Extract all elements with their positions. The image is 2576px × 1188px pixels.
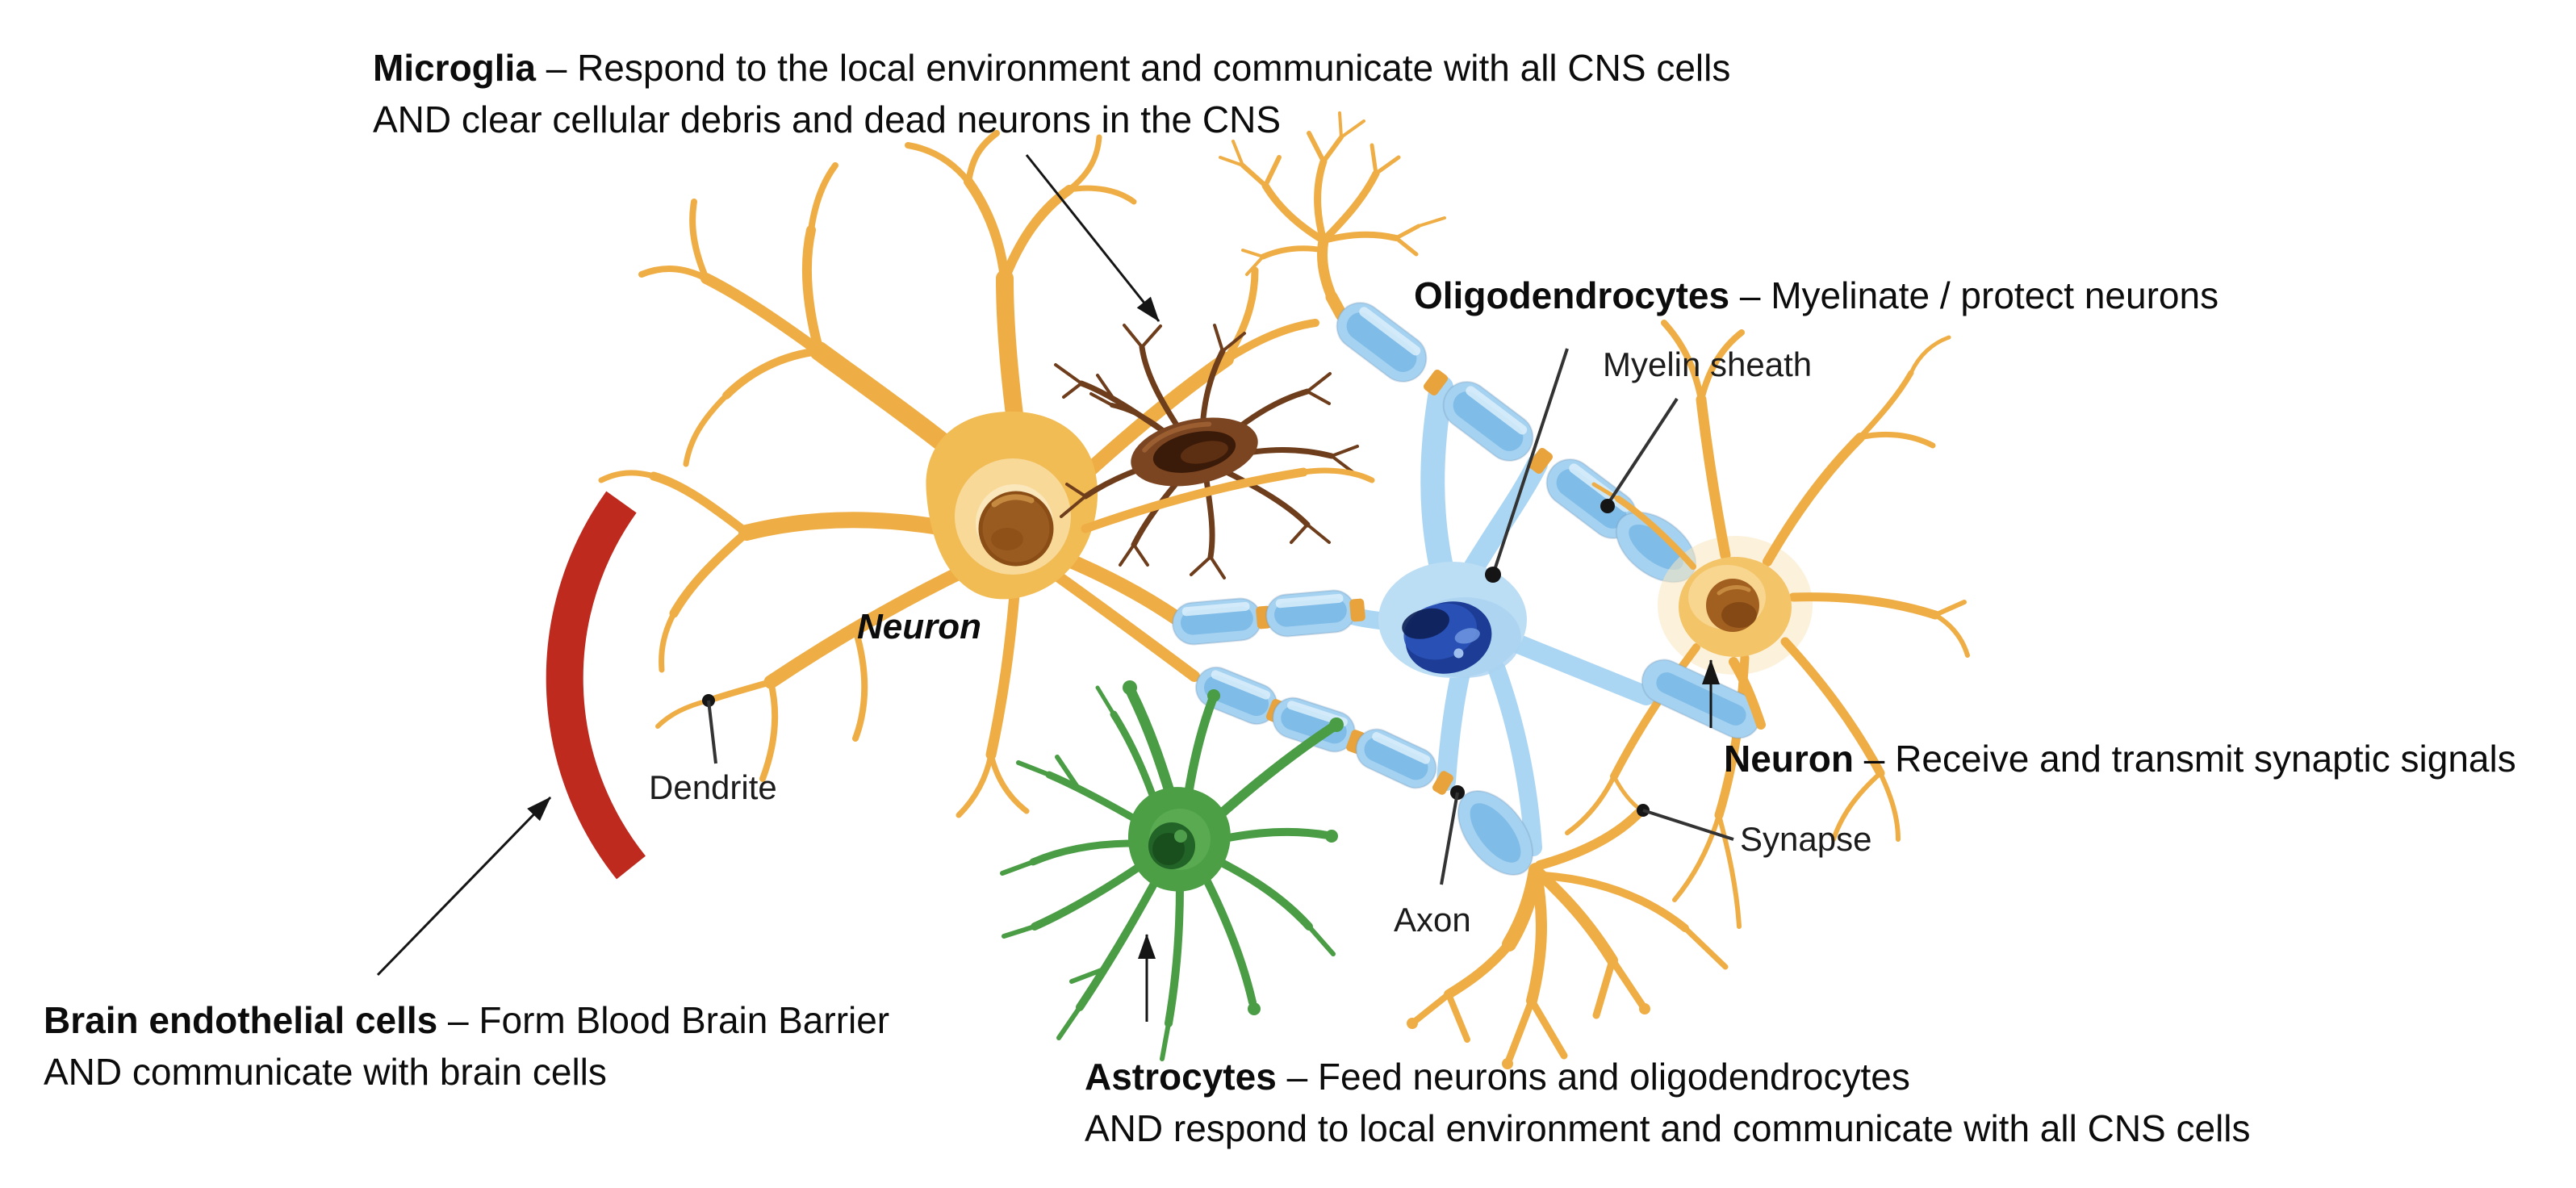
endothelial-caption-line1: Brain endothelial cells – Form Blood Bra… [44,994,889,1046]
synapse-pointer-line [1642,809,1734,841]
myelin-chain-lower [1194,666,1534,876]
microglia-caption-name: Microglia [373,47,536,89]
microglia-body [1131,417,1258,487]
axon-pointer-line [1440,792,1459,885]
astrocyte-cell [1000,680,1344,1061]
axon-to-chain-b [1054,550,1184,625]
endothelial-caption-desc: – Form Blood Brain Barrier [448,999,890,1041]
oligodendrocytes-caption-name: Oligodendrocytes [1414,274,1730,316]
myelin-sheath-label: Myelin sheath [1603,345,1813,383]
neuron-top-cell [1219,111,1446,321]
astrocytes-caption-line1: Astrocytes – Feed neurons and oligodendr… [1085,1051,2251,1102]
astrocytes-caption-desc: – Feed neurons and oligodendrocytes [1286,1056,1910,1098]
oligodendrocytes-caption: Oligodendrocytes – Myelinate / protect n… [1414,270,2218,321]
neuron-cell-label: Neuron [857,607,981,646]
endothelial-caption-line2: AND communicate with brain cells [44,1051,607,1093]
oligodendrocytes-caption-desc: – Myelinate / protect neurons [1739,274,2219,316]
astrocytes-caption: Astrocytes – Feed neurons and oligodendr… [1085,1051,2251,1154]
synapse-label: Synapse [1740,820,1872,858]
neuron-caption: Neuron – Receive and transmit synaptic s… [1724,733,2516,784]
myelin-sheath-pointer-line [1608,397,1679,504]
neuron-caption-desc: – Receive and transmit synaptic signals [1863,738,2516,780]
oligodendrocyte-soma [1378,562,1527,678]
axon-terminals [1407,809,1729,1069]
axon-top-neuron [1325,291,1348,321]
astrocytes-caption-name: Astrocytes [1085,1056,1277,1098]
microglia-caption: Microglia – Respond to the local environ… [373,42,1730,145]
microglia-caption-line2: AND clear cellular debris and dead neuro… [373,98,1282,140]
microglia-arrow [1025,154,1160,322]
astrocytes-caption-line2: AND respond to local environment and com… [1085,1107,2251,1149]
oligodendrocyte-nucleus [1402,601,1492,674]
endothelial-caption-name: Brain endothelial cells [44,999,438,1041]
neuron-caption-name: Neuron [1724,738,1854,780]
myelin-sheath-pointer-dot [1600,499,1615,513]
endothelial-caption: Brain endothelial cells – Form Blood Bra… [44,994,889,1098]
annotations [376,154,1734,1022]
myelin-chain-top [1336,302,1697,584]
axon-label: Axon [1394,901,1471,939]
microglia-caption-desc: – Respond to the local environment and c… [546,47,1731,89]
blood-brain-barrier-arc [546,491,646,880]
endothelial-arrow [376,796,552,977]
myelin-chain-left [1172,589,1365,646]
oligodendrocyte-processes [1340,375,1656,856]
dendrite-pointer-line [707,700,717,764]
microglia-cell [1054,324,1375,579]
neuron-right-cell [1565,320,1970,929]
oligodendrocyte-pointer-dot [1485,567,1501,583]
microglia-caption-line1: Microglia – Respond to the local environ… [373,42,1730,94]
dendrite-label: Dendrite [649,768,777,806]
oligodendrocyte-pointer-line [1493,348,1569,571]
axon-to-chain-c [1050,569,1200,682]
